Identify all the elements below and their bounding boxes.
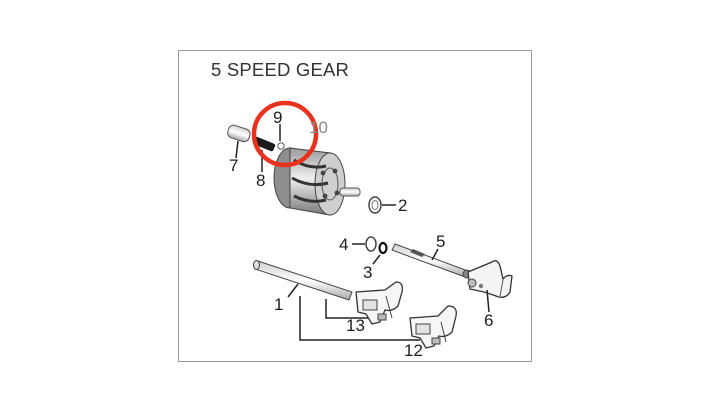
- callout-13: 13: [346, 316, 365, 335]
- callout-7: 7: [229, 156, 239, 175]
- highlight-circle: [251, 100, 319, 168]
- ball-part: [277, 142, 285, 150]
- callout-2: 2: [398, 196, 408, 215]
- callout-8: 8: [256, 171, 266, 190]
- callout-10: 10: [309, 118, 328, 137]
- shift-fork-13: [355, 281, 404, 325]
- shift-drum: [273, 147, 361, 216]
- callout-12: 12: [404, 341, 423, 360]
- callout-4: 4: [339, 235, 349, 254]
- callout-1: 1: [274, 295, 284, 314]
- spring-part: [252, 136, 276, 152]
- diagram-title: 5 SPEED GEAR: [211, 59, 350, 80]
- leader-12: [299, 296, 420, 341]
- callout-6: 6: [484, 311, 494, 330]
- callout-9: 9: [273, 108, 283, 127]
- shift-fork-12: [409, 305, 457, 349]
- shift-shaft: [391, 243, 472, 279]
- leader-3: [372, 254, 381, 265]
- leader-6: [486, 289, 490, 313]
- leader-7: [235, 140, 239, 159]
- leader-1: [287, 283, 299, 298]
- callout-3: 3: [363, 263, 373, 282]
- leader-5: [431, 248, 439, 261]
- shift-arm-part: [467, 260, 513, 298]
- diagram-frame: [178, 50, 532, 362]
- callout-5: 5: [436, 232, 446, 251]
- leader-13: [325, 299, 368, 319]
- pin-sleeve-part: [227, 124, 251, 143]
- circlip-part: [378, 241, 388, 255]
- small-washer-part: [365, 236, 377, 252]
- fork-shaft-rod: [253, 260, 353, 301]
